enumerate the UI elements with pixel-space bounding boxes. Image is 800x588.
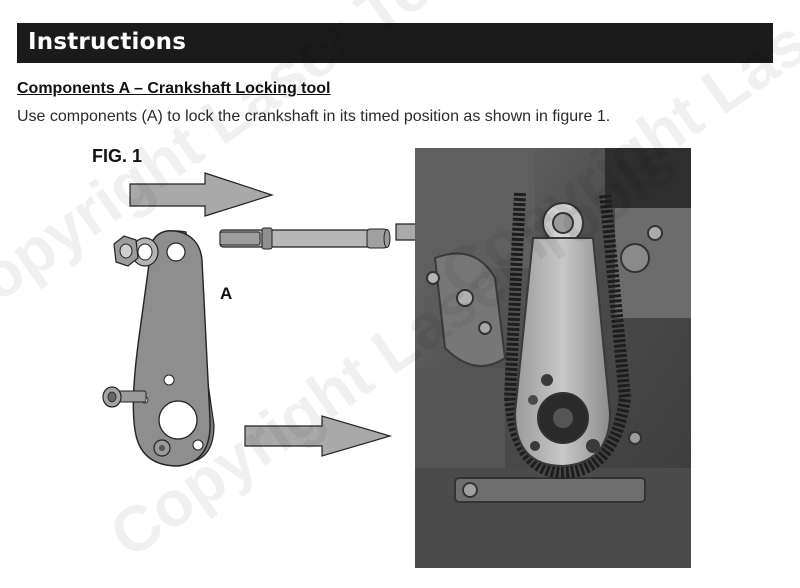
arrow-top bbox=[129, 172, 274, 217]
nut-washer bbox=[113, 235, 159, 267]
instruction-text: Use components (A) to lock the crankshaf… bbox=[17, 108, 611, 125]
engine-photo-illustration bbox=[415, 148, 691, 568]
bottom-bolt bbox=[153, 439, 171, 457]
engine-photo bbox=[415, 148, 691, 568]
component-label-a: A bbox=[220, 284, 233, 303]
figure-label: FIG. 1 bbox=[92, 146, 143, 166]
header-bar: Instructions bbox=[17, 23, 773, 63]
section-heading: Components A – Crankshaft Locking tool bbox=[17, 80, 331, 97]
side-bolt bbox=[102, 386, 147, 408]
page-title: Instructions bbox=[28, 29, 187, 55]
locking-pin bbox=[219, 227, 391, 250]
locking-plate bbox=[132, 230, 215, 467]
arrow-bottom bbox=[244, 415, 393, 457]
